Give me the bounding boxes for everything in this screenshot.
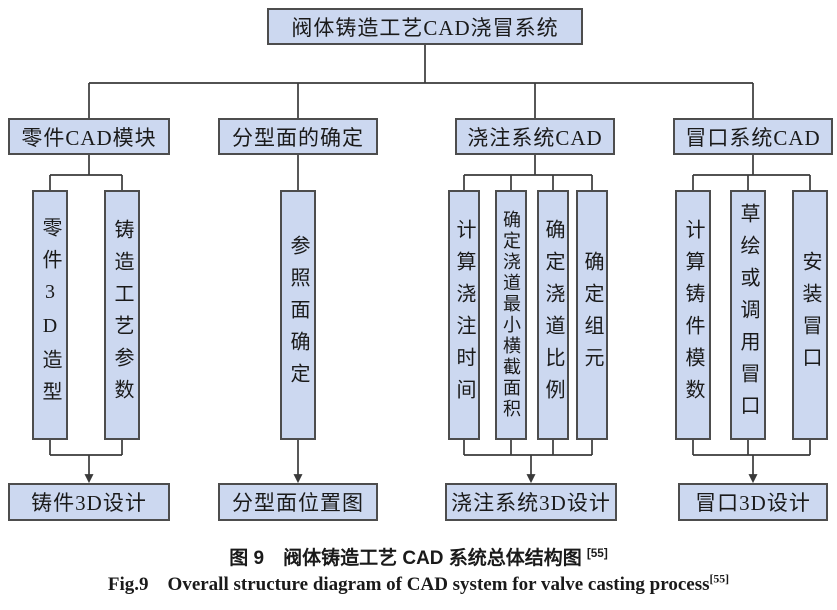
step-box-min-cross-section: 确定浇道最小横截面积 xyxy=(495,190,527,440)
step-box-casting-modulus: 计算铸件模数 xyxy=(675,190,711,440)
caption-english: Fig.9 Overall structure diagram of CAD s… xyxy=(0,572,837,596)
step-box-runner-ratio: 确定浇道比例 xyxy=(537,190,569,440)
caption-chinese: 图 9 阀体铸造工艺 CAD 系统总体结构图 [55] xyxy=(0,543,837,570)
output-box-gating-3d: 浇注系统3D设计 xyxy=(445,483,617,521)
step-box-pouring-time: 计算浇注时间 xyxy=(448,190,480,440)
caption-chinese-text: 图 9 阀体铸造工艺 CAD 系统总体结构图 xyxy=(229,548,582,569)
step-box-install-riser: 安装冒口 xyxy=(792,190,828,440)
group-header-part-cad: 零件CAD模块 xyxy=(8,118,170,155)
step-box-components: 确定组元 xyxy=(576,190,608,440)
step-box-sketch-riser: 草绘或调用冒口 xyxy=(730,190,766,440)
output-box-casting-3d: 铸件3D设计 xyxy=(8,483,170,521)
citation-ref-en: [55] xyxy=(709,572,730,586)
root-box: 阀体铸造工艺CAD浇冒系统 xyxy=(267,8,583,45)
step-box-casting-process-params: 铸造工艺参数 xyxy=(104,190,140,440)
output-box-parting-position: 分型面位置图 xyxy=(218,483,378,521)
step-box-part-3d-modeling: 零件3D造型 xyxy=(32,190,68,440)
group-header-parting-surface: 分型面的确定 xyxy=(218,118,378,155)
step-box-reference-surface: 参照面确定 xyxy=(280,190,316,440)
citation-ref-zh: [55] xyxy=(586,546,608,560)
group-header-riser-cad: 冒口系统CAD xyxy=(673,118,833,155)
caption-english-text: Fig.9 Overall structure diagram of CAD s… xyxy=(107,574,710,595)
output-box-riser-3d: 冒口3D设计 xyxy=(678,483,828,521)
group-header-gating-cad: 浇注系统CAD xyxy=(455,118,615,155)
